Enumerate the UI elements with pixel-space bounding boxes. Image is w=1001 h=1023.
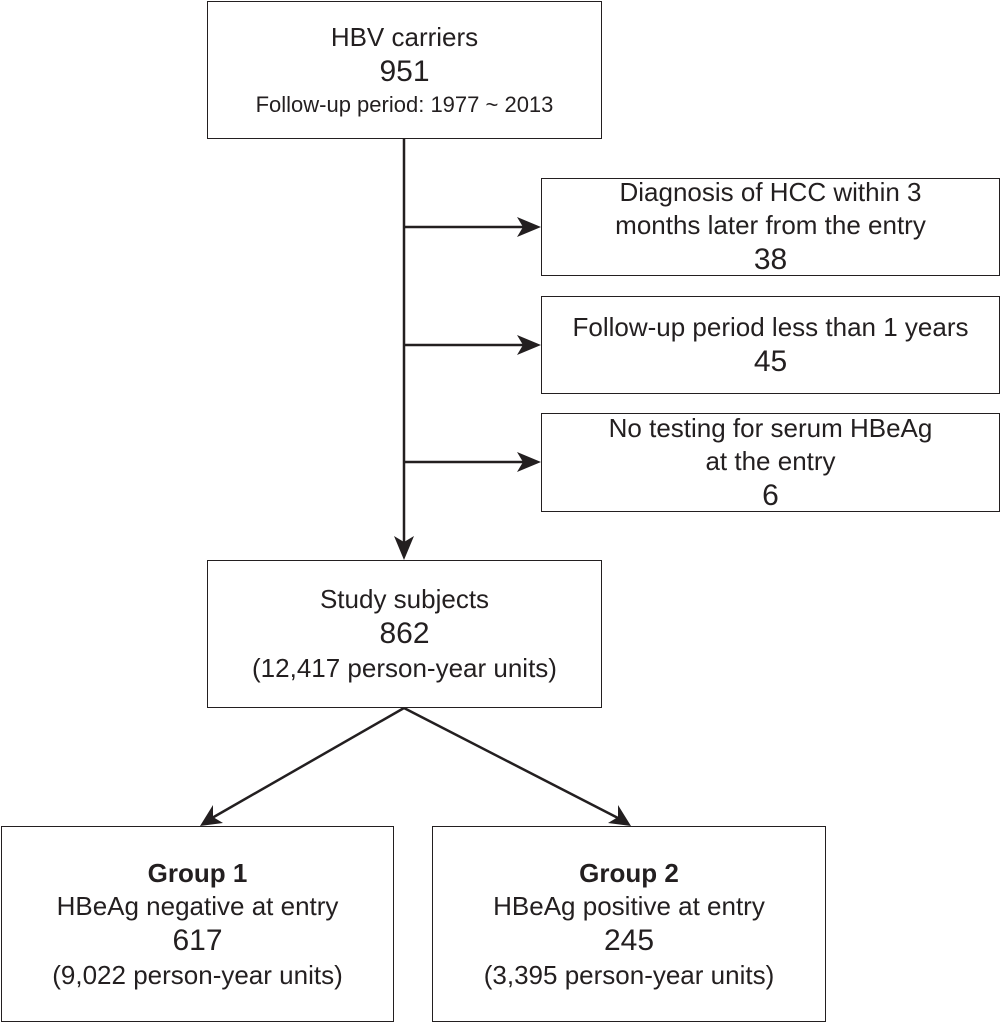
group-1-name: Group 1 bbox=[147, 857, 248, 888]
arrowhead-group-2 bbox=[608, 805, 631, 826]
exclusion-follow-up-line1: Follow-up period less than 1 years bbox=[572, 311, 969, 342]
group-1-count: 617 bbox=[172, 923, 223, 957]
group-2-name: Group 2 bbox=[579, 857, 679, 888]
exclusion-follow-up-count: 45 bbox=[753, 344, 788, 378]
exclusion-hcc-line2: months later from the entry bbox=[615, 210, 926, 240]
group-1-description: HBeAg negative at entry bbox=[56, 890, 339, 921]
exclusion-hcc-line1: Diagnosis of HCC within 3 bbox=[619, 177, 922, 207]
group-2-box: Group 2 HBeAg positive at entry 245 (3,3… bbox=[432, 826, 826, 1022]
arrowhead-exclusion-1 bbox=[517, 217, 541, 237]
study-subjects-units: (12,417 person-year units) bbox=[252, 653, 557, 683]
arrowhead-exclusion-3 bbox=[517, 452, 541, 472]
group-1-box: Group 1 HBeAg negative at entry 617 (9,0… bbox=[1, 826, 394, 1022]
exclusion-box-hbeag-testing: No testing for serum HBeAg at the entry … bbox=[541, 413, 1000, 512]
exclusion-hcc-count: 38 bbox=[753, 243, 788, 276]
split-left-line bbox=[211, 706, 405, 820]
group-1-units: (9,022 person-year units) bbox=[52, 959, 343, 990]
group-2-description: HBeAg positive at entry bbox=[493, 890, 765, 921]
study-subjects-count: 862 bbox=[379, 617, 430, 650]
exclusion-hbeag-count: 6 bbox=[762, 478, 779, 512]
exclusion-box-hcc: Diagnosis of HCC within 3 months later f… bbox=[541, 177, 1000, 276]
arrowhead-exclusion-2 bbox=[517, 335, 541, 355]
hbv-carriers-count: 951 bbox=[379, 54, 430, 88]
exclusion-hbeag-line2: at the entry bbox=[705, 445, 836, 476]
group-2-count: 245 bbox=[603, 923, 655, 957]
study-subjects-box: Study subjects 862 (12,417 person-year u… bbox=[207, 560, 602, 708]
split-right-line bbox=[403, 706, 619, 820]
hbv-carriers-box: HBV carriers 951 Follow-up period: 1977 … bbox=[207, 1, 602, 139]
study-subjects-title: Study subjects bbox=[319, 584, 490, 614]
follow-up-period-text: Follow-up period: 1977 ~ 2013 bbox=[255, 91, 554, 117]
arrowhead-group-1 bbox=[200, 805, 223, 826]
hbv-carriers-title: HBV carriers bbox=[330, 21, 479, 52]
exclusion-box-follow-up: Follow-up period less than 1 years 45 bbox=[541, 296, 1000, 394]
exclusion-hbeag-line1: No testing for serum HBeAg bbox=[608, 412, 933, 443]
group-2-units: (3,395 person-year units) bbox=[483, 959, 775, 990]
arrowhead-study-subjects bbox=[394, 536, 414, 560]
